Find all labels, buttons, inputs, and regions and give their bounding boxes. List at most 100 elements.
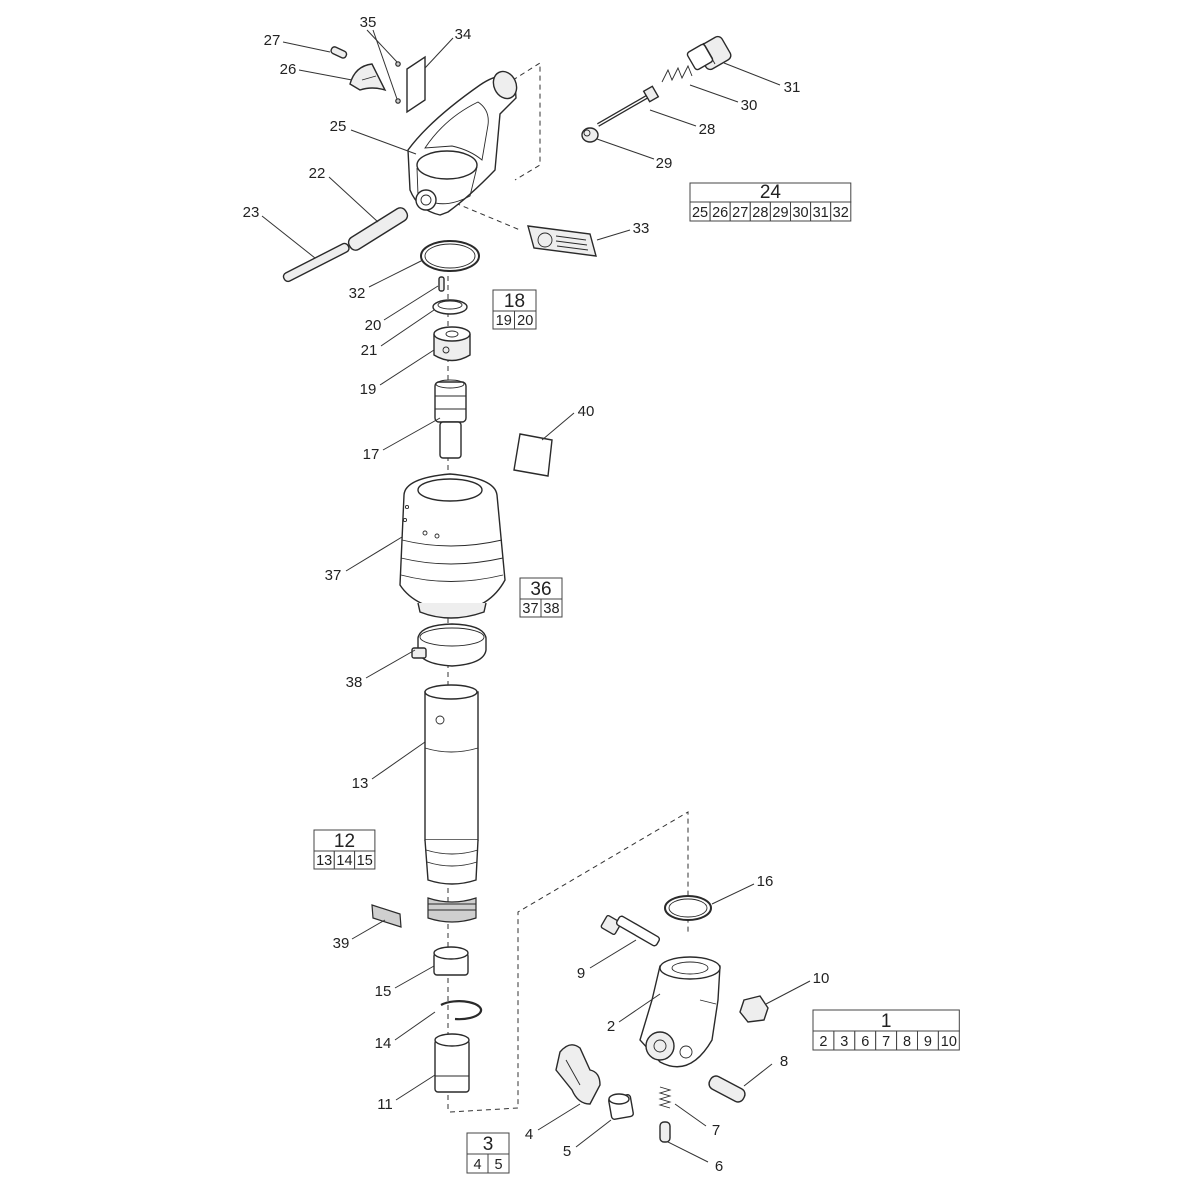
kit-item-cell: [354, 850, 376, 870]
callout-labels: 2735342625222331302829333220211917403738…: [243, 14, 830, 1175]
kit-item-25: 25: [692, 205, 708, 221]
part-17-valve: [434, 379, 467, 459]
kit-title: 3: [483, 1134, 494, 1155]
callout-label-22: 22: [309, 165, 326, 182]
kit-item-13: 13: [316, 853, 332, 869]
leader-line-15: [394, 965, 435, 989]
leader-line-8: [743, 1063, 773, 1087]
leader-line-4: [537, 1103, 581, 1131]
callout-label-39: 39: [333, 935, 350, 952]
kit-item-2: 2: [819, 1034, 827, 1050]
part-6-plunger: [659, 1121, 671, 1143]
kit-item-7: 7: [882, 1034, 890, 1050]
part-30-spring: [661, 64, 693, 83]
leader-line-6: [667, 1141, 709, 1163]
part-14-retaining-ring: [440, 1000, 483, 1021]
part-34-plate: [406, 55, 426, 114]
leader-line-34: [424, 37, 454, 69]
leader-line-10: [765, 980, 811, 1005]
part-7-spring: [658, 1086, 672, 1109]
kit-item-30: 30: [792, 205, 808, 221]
part-33-warning-label: [527, 225, 597, 257]
callout-label-38: 38: [346, 674, 363, 691]
leader-line-35-2: [372, 29, 398, 100]
leader-line-16: [711, 883, 755, 905]
kit-item-14: 14: [336, 853, 352, 869]
kit-item-38: 38: [543, 601, 559, 617]
kit-item-cell: [540, 598, 563, 618]
callout-label-29: 29: [656, 155, 673, 172]
kit-item-31: 31: [813, 205, 829, 221]
leader-line-9: [589, 939, 637, 969]
callout-label-5: 5: [563, 1143, 571, 1160]
part-25-handle: [407, 70, 518, 216]
part-37-muffler: [399, 473, 506, 619]
leader-line-21: [380, 309, 435, 347]
kit-title: 1: [881, 1011, 892, 1032]
kit-item-4: 4: [473, 1157, 481, 1173]
callout-label-30: 30: [741, 97, 758, 114]
callout-label-14: 14: [375, 1035, 392, 1052]
callout-label-6: 6: [715, 1158, 723, 1175]
leader-line-14: [394, 1011, 436, 1041]
leader-line-40: [541, 412, 575, 441]
callout-label-8: 8: [780, 1053, 788, 1070]
part-35-screws: [395, 61, 401, 104]
part-11-bushing: [434, 1033, 470, 1093]
part-27-pin: [330, 46, 348, 59]
leader-line-11: [395, 1074, 436, 1101]
callout-label-34: 34: [455, 26, 472, 43]
leader-line-19: [379, 349, 435, 386]
callout-label-33: 33: [633, 220, 650, 237]
leader-line-2: [618, 993, 661, 1023]
kit-title: 12: [334, 831, 355, 852]
leader-line-26: [298, 69, 353, 81]
leader-line-20: [383, 285, 439, 321]
part-32-o-ring: [420, 240, 480, 272]
part-10-nut: [739, 995, 769, 1023]
callout-label-4: 4: [525, 1126, 533, 1143]
part-4-latch: [555, 1044, 601, 1105]
part-19-valve-chest: [433, 326, 471, 362]
leader-line-17: [382, 417, 441, 451]
leader-line-22: [328, 176, 379, 223]
kit-item-cell: [830, 201, 852, 222]
kit-item-cell: [487, 1153, 510, 1174]
leader-line-27: [282, 41, 331, 53]
kit-title: 18: [504, 291, 525, 312]
callout-label-26: 26: [280, 61, 297, 78]
kit-item-6: 6: [861, 1034, 869, 1050]
leader-line-31: [723, 62, 781, 86]
callout-label-11: 11: [377, 1096, 393, 1113]
part-39-decal: [371, 904, 402, 928]
callout-label-37: 37: [325, 567, 342, 584]
leader-line-39: [351, 919, 386, 940]
kit-item-cell: [514, 310, 537, 330]
kit-title: 24: [760, 182, 782, 203]
assembly-line-handle: [504, 62, 541, 181]
kit-item-8: 8: [903, 1034, 911, 1050]
callout-label-2: 2: [607, 1018, 615, 1035]
kit-item-cell: [937, 1030, 960, 1051]
callout-label-20: 20: [365, 317, 382, 334]
kit-item-5: 5: [494, 1157, 502, 1173]
callout-label-7: 7: [712, 1122, 720, 1139]
part-8-pin: [708, 1075, 746, 1103]
part-23-pin: [282, 242, 350, 283]
part-38-clamp: [411, 623, 487, 667]
kit-item-9: 9: [924, 1034, 932, 1050]
part-5-bushing: [608, 1093, 634, 1120]
leader-line-5: [575, 1119, 612, 1148]
callout-label-9: 9: [577, 965, 585, 982]
kit-item-27: 27: [732, 205, 748, 221]
part-21-retainer: [432, 299, 468, 315]
callout-label-28: 28: [699, 121, 716, 138]
